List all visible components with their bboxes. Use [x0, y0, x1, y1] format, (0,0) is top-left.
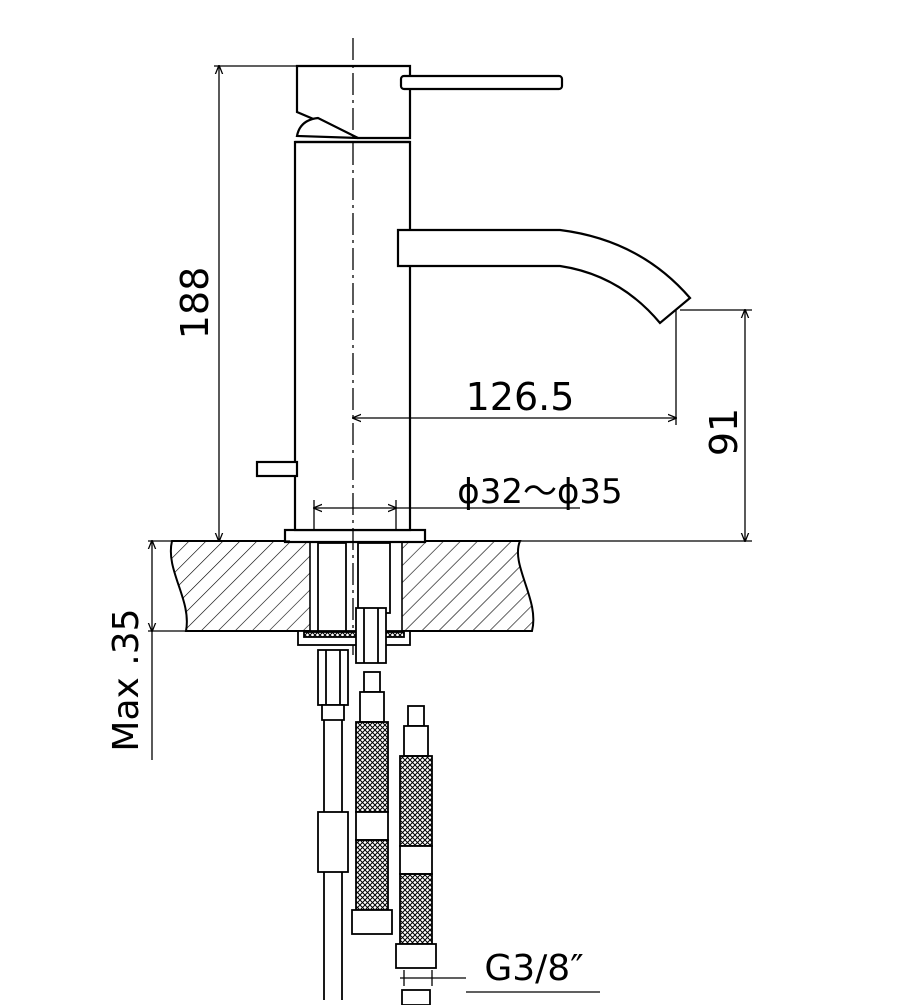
hole-diameter-label: ϕ32～ϕ35 — [457, 472, 622, 512]
popup-rod — [317, 720, 349, 1000]
max-thickness-label: Max .35 — [106, 608, 147, 751]
spout-reach-label: 126.5 — [466, 375, 575, 419]
overall-height-label: 188 — [173, 267, 217, 340]
flexible-hose-left — [351, 671, 393, 935]
faucet-body — [255, 64, 692, 544]
dimension-lines — [148, 66, 752, 993]
spout-height-label: 91 — [702, 408, 746, 456]
countertop-section — [169, 540, 535, 633]
flexible-hose-right — [395, 705, 437, 1005]
mounting-hardware — [297, 542, 411, 721]
thread-size-label: G3/8″ — [484, 948, 583, 989]
